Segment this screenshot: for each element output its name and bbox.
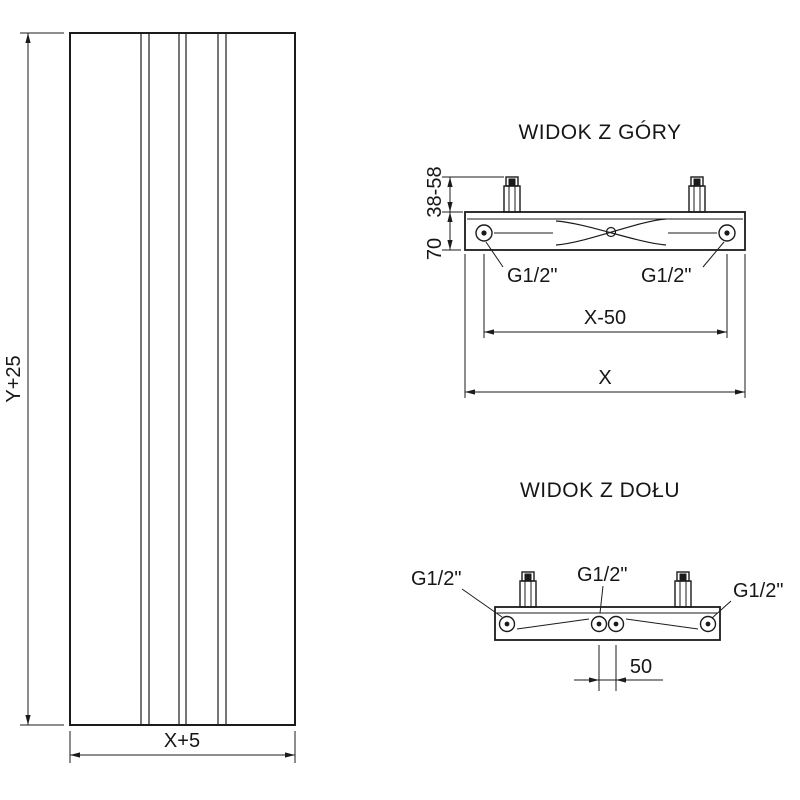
right-connection-label: G1/2" (641, 265, 691, 287)
right-connection-circle (699, 615, 717, 633)
left-connection-circle (475, 224, 493, 242)
left-connection-leader (485, 241, 504, 268)
height-dimension (20, 32, 64, 726)
right-connection-leader (711, 600, 732, 619)
total-width-dimension-label: X (598, 367, 611, 389)
center-connection-circle-right (607, 615, 625, 633)
bottom-view-title: WIDOK Z DOŁU (520, 479, 680, 502)
height-dimension-label: Y+25 (3, 355, 25, 402)
mounting-bracket-right (688, 176, 706, 213)
bottom-view: WIDOK Z DOŁU G1/2" G1/2" G1/2" (411, 479, 783, 691)
spacing-dimension-label: X-50 (584, 307, 626, 329)
depth-dimension-label: 70 (424, 238, 446, 260)
left-connection-label: G1/2" (507, 265, 557, 287)
bracket-range-dimension (442, 176, 504, 213)
mounting-bracket-left (519, 571, 537, 608)
center-connection-circle-left (590, 615, 608, 633)
center-spacing-dimension-label: 50 (630, 656, 652, 678)
radiator-top-outline (464, 211, 746, 251)
spacing-dimension (483, 254, 728, 338)
radiator-front-outline (69, 32, 296, 726)
bracket-range-dimension-label: 38-58 (424, 166, 446, 217)
front-view: Y+25 X+5 (3, 32, 296, 763)
total-width-dimension (464, 254, 746, 398)
width-dimension (69, 731, 296, 763)
right-connection-circle (718, 224, 736, 242)
left-connection-leader (461, 588, 503, 618)
left-connection-circle (498, 615, 516, 633)
depth-dimension (442, 212, 461, 251)
mounting-bracket-left (503, 176, 521, 213)
flow-channel-detail (555, 218, 667, 246)
right-connection-label: G1/2" (733, 580, 783, 602)
center-spacing-dimension (574, 645, 663, 691)
radiator-panel-lines (140, 33, 227, 725)
top-view-title: WIDOK Z GÓRY (518, 121, 681, 144)
top-view-drawing (464, 176, 746, 251)
width-dimension-label: X+5 (164, 730, 200, 752)
top-view: WIDOK Z GÓRY 38-58 70 G (424, 121, 746, 398)
center-connection-leader (599, 585, 604, 614)
mounting-bracket-right (674, 571, 692, 608)
bottom-view-drawing (494, 571, 721, 641)
center-connection-label: G1/2" (577, 564, 627, 586)
right-connection-leader (702, 241, 725, 268)
left-connection-label: G1/2" (411, 568, 461, 590)
radiator-bottom-outline (494, 606, 721, 641)
